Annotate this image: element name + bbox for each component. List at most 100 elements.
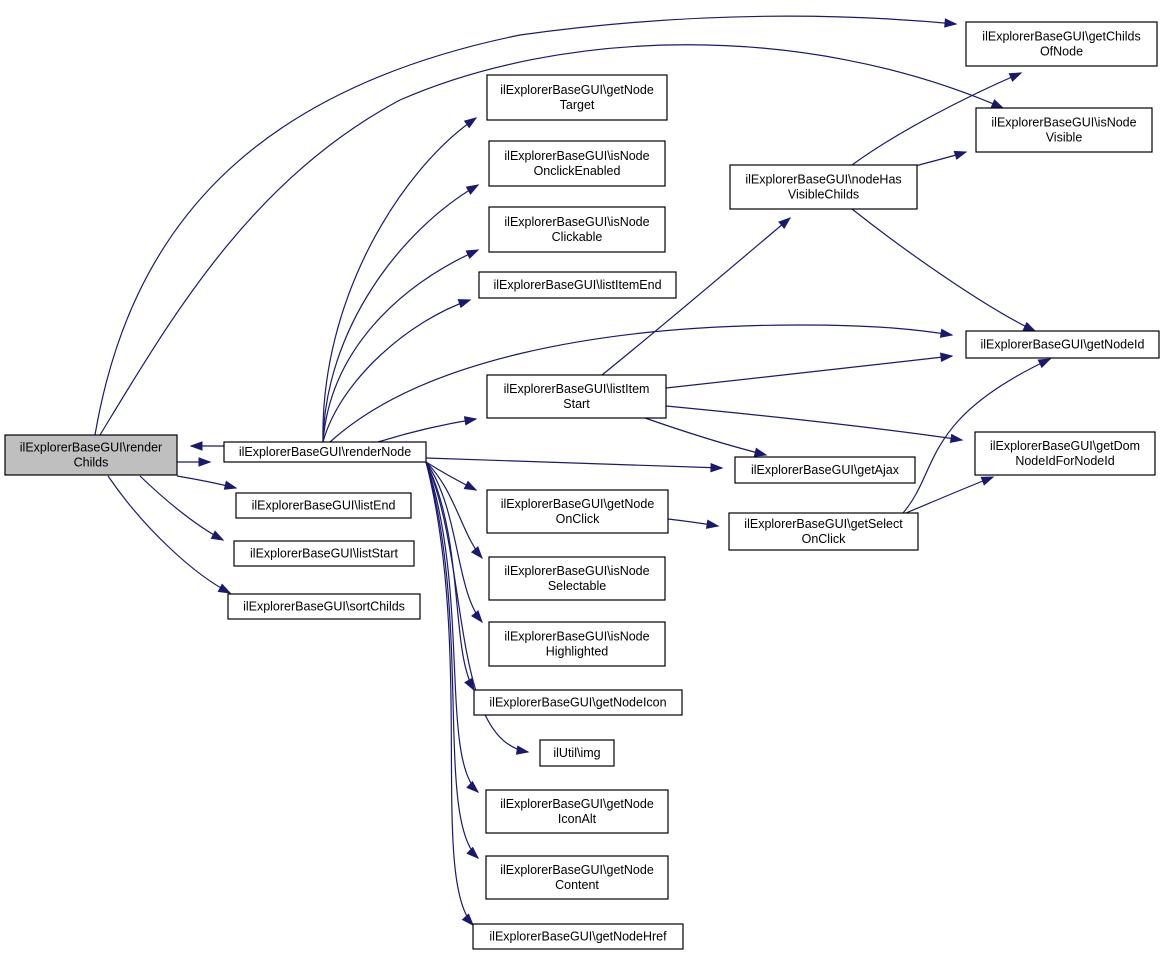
node-label-line: Target	[560, 98, 595, 112]
edge-nodeHasVisibleChilds-to-isNodeVisible	[914, 150, 968, 167]
node-box	[488, 621, 666, 667]
node-listItemEnd[interactable]: ilExplorerBaseGUI\listItemEnd	[478, 271, 677, 299]
node-label-line: Visible	[1046, 131, 1083, 145]
node-sortChilds[interactable]: ilExplorerBaseGUI\sortChilds	[227, 593, 421, 620]
node-label-line: ilExplorerBaseGUI\listEnd	[252, 499, 396, 513]
node-getNodeId[interactable]: ilExplorerBaseGUI\getNodeId	[965, 330, 1160, 359]
edge-renderNode-to-listItemEnd	[322, 299, 472, 443]
node-box	[223, 441, 427, 463]
node-label-line: ilExplorerBaseGUI\render	[20, 441, 162, 455]
node-img[interactable]: ilUtil\img	[539, 739, 615, 767]
node-listStart[interactable]: ilExplorerBaseGUI\listStart	[233, 540, 415, 567]
edge-renderNode-to-getNodeIcon	[425, 461, 475, 692]
edge-renderNode-to-isNodeHighlighted	[425, 461, 483, 624]
nodes-layer: ilExplorerBaseGUI\renderChildsilExplorer…	[4, 21, 1160, 950]
edge-renderNode-to-isNodeOnclickEnabled	[322, 184, 480, 443]
node-label-line: ilExplorerBaseGUI\getChilds	[982, 30, 1140, 44]
edge-renderNode-to-getNodeContent	[425, 461, 480, 859]
edge-nodeHasVisibleChilds-to-getChildsOfNode	[851, 72, 1023, 166]
arrowhead-icon	[465, 249, 480, 260]
arrowhead-icon	[470, 546, 483, 560]
arrowhead-icon	[778, 217, 792, 229]
node-box	[486, 74, 668, 121]
node-label-line: ilExplorerBaseGUI\isNode	[504, 149, 649, 163]
node-box	[486, 374, 667, 419]
edge-renderChilds-to-listEnd	[176, 475, 238, 490]
node-box	[488, 556, 666, 601]
node-label-line: ilExplorerBaseGUI\getDom	[990, 439, 1140, 453]
node-box	[233, 540, 415, 567]
node-box	[4, 434, 178, 476]
edge-line	[94, 15, 957, 436]
node-label-line: OnClick	[802, 532, 847, 546]
node-box	[975, 107, 1153, 153]
arrowhead-icon	[466, 846, 480, 859]
edge-getSelectOnClick-to-getNodeId	[902, 358, 1052, 514]
node-label-line: ilExplorerBaseGUI\getSelect	[744, 517, 903, 531]
edge-line	[905, 476, 994, 514]
node-listEnd[interactable]: ilExplorerBaseGUI\listEnd	[235, 492, 412, 519]
node-box	[974, 431, 1156, 476]
arrowhead-icon	[464, 677, 475, 692]
node-label-line: ilExplorerBaseGUI\isNode	[504, 630, 649, 644]
arrowhead-icon	[463, 117, 478, 129]
arrowhead-icon	[940, 352, 954, 362]
edge-line	[425, 461, 475, 691]
edge-renderNode-to-renderChilds	[189, 441, 224, 451]
node-getAjax[interactable]: ilExplorerBaseGUI\getAjax	[734, 456, 916, 484]
node-label-line: ilExplorerBaseGUI\getNode	[500, 863, 654, 877]
arrowhead-icon	[980, 476, 995, 486]
arrowhead-icon	[939, 328, 954, 338]
edge-nodeHasVisibleChilds-to-getNodeId	[851, 208, 1037, 332]
edge-line	[107, 475, 231, 594]
node-box	[473, 689, 683, 716]
edges-layer	[94, 15, 1052, 927]
arrowhead-icon	[223, 480, 238, 490]
node-getNodeIcon[interactable]: ilExplorerBaseGUI\getNodeIcon	[473, 689, 683, 716]
edge-line	[425, 461, 479, 793]
edge-line	[425, 461, 483, 623]
edge-renderChilds-to-sortChilds	[107, 475, 232, 594]
node-renderNode[interactable]: ilExplorerBaseGUI\renderNode	[223, 441, 427, 463]
arrowhead-icon	[515, 745, 530, 755]
edge-line	[322, 299, 471, 443]
edge-renderChilds-to-getChildsOfNode	[94, 15, 958, 436]
node-label-line: ilExplorerBaseGUI\isNode	[504, 215, 649, 229]
edge-line	[644, 417, 767, 456]
node-label-line: ilExplorerBaseGUI\sortChilds	[243, 600, 405, 614]
node-box	[965, 330, 1160, 359]
node-box	[478, 271, 677, 299]
node-label-line: Selectable	[548, 579, 606, 593]
node-label-line: ilExplorerBaseGUI\listItemEnd	[493, 278, 661, 292]
node-label-line: ilExplorerBaseGUI\getNodeIcon	[489, 696, 666, 710]
node-label-line: ilExplorerBaseGUI\listItem	[504, 382, 650, 396]
edge-line	[902, 358, 1051, 514]
edge-renderChilds-to-listStart	[139, 475, 225, 541]
edge-line	[322, 184, 479, 443]
edge-line	[425, 457, 723, 469]
arrowhead-icon	[990, 99, 1005, 109]
node-label-line: ilExplorerBaseGUI\listStart	[250, 547, 398, 561]
edge-listItemStart-to-getNodeId	[665, 352, 954, 389]
arrowhead-icon	[463, 416, 478, 426]
node-label-line: ilExplorerBaseGUI\getNode	[501, 497, 655, 511]
edge-renderNode-to-getNodeIconAlt	[425, 461, 480, 793]
edge-line	[665, 405, 963, 441]
node-getNodeHref[interactable]: ilExplorerBaseGUI\getNodeHref	[472, 923, 684, 950]
arrowhead-icon	[461, 913, 474, 927]
